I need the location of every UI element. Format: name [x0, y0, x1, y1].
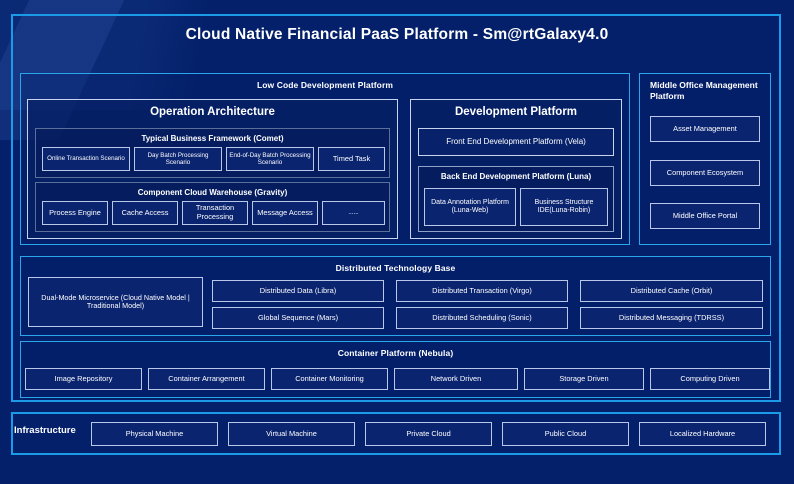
chip-business-structure-ide[interactable]: Business Structure IDE(Luna-Robin)	[520, 188, 608, 226]
chip-asset-management[interactable]: Asset Management	[650, 116, 760, 142]
chip-container-arrangement[interactable]: Container Arrangement	[148, 368, 265, 390]
chip-process-engine[interactable]: Process Engine	[42, 201, 108, 225]
section-distributed-technology-base-title: Distributed Technology Base	[335, 263, 456, 273]
group-component-cloud-warehouse-title: Component Cloud Warehouse (Gravity)	[137, 188, 288, 197]
chip-timed-task[interactable]: Timed Task	[318, 147, 385, 171]
infrastructure-label: Infrastructure	[14, 425, 76, 436]
chip-end-of-day-batch-processing-scenario[interactable]: End-of-Day Batch Processing Scenario	[226, 147, 314, 171]
chip-image-repository[interactable]: Image Repository	[25, 368, 142, 390]
chip-transaction-processing[interactable]: Transaction Processing	[182, 201, 248, 225]
chip-virtual-machine[interactable]: Virtual Machine	[228, 422, 355, 446]
chip-container-monitoring[interactable]: Container Monitoring	[271, 368, 388, 390]
chip-physical-machine[interactable]: Physical Machine	[91, 422, 218, 446]
chip-component-ecosystem[interactable]: Component Ecosystem	[650, 160, 760, 186]
chip-dual-mode-microservice[interactable]: Dual-Mode Microservice (Cloud Native Mod…	[28, 277, 203, 327]
chip-online-transaction-scenario[interactable]: Online Transaction Scenario	[42, 147, 130, 171]
chip-cache-access[interactable]: Cache Access	[112, 201, 178, 225]
chip-message-access[interactable]: Message Access	[252, 201, 318, 225]
chip-front-end-development-platform[interactable]: Front End Development Platform (Vela)	[418, 128, 614, 156]
chip-storage-driven[interactable]: Storage Driven	[524, 368, 644, 390]
chip-localized-hardware[interactable]: Localized Hardware	[639, 422, 766, 446]
chip-data-annotation-platform[interactable]: Data Annotation Platform (Luna-Web)	[424, 188, 516, 226]
section-infrastructure	[11, 412, 781, 455]
section-middle-office-title: Middle Office Management Platform	[650, 80, 758, 102]
chip-day-batch-processing-scenario[interactable]: Day Batch Processing Scenario	[134, 147, 222, 171]
section-low-code-title: Low Code Development Platform	[256, 80, 394, 90]
chip-more-ellipsis[interactable]: ......	[322, 201, 385, 225]
group-typical-business-framework-title: Typical Business Framework (Comet)	[141, 134, 284, 143]
chip-computing-driven[interactable]: Computing Driven	[650, 368, 770, 390]
chip-middle-office-portal[interactable]: Middle Office Portal	[650, 203, 760, 229]
chip-distributed-messaging-tdrss[interactable]: Distributed Messaging (TDRSS)	[580, 307, 763, 329]
panel-development-platform-title: Development Platform	[454, 106, 578, 118]
panel-operation-architecture-title: Operation Architecture	[150, 106, 275, 118]
chip-global-sequence-mars[interactable]: Global Sequence (Mars)	[212, 307, 384, 329]
chip-distributed-scheduling-sonic[interactable]: Distributed Scheduling (Sonic)	[396, 307, 568, 329]
section-container-platform-title: Container Platform (Nebula)	[337, 348, 454, 358]
chip-public-cloud[interactable]: Public Cloud	[502, 422, 629, 446]
chip-network-driven[interactable]: Network Driven	[394, 368, 518, 390]
chip-distributed-data-libra[interactable]: Distributed Data (Libra)	[212, 280, 384, 302]
chip-distributed-transaction-virgo[interactable]: Distributed Transaction (Virgo)	[396, 280, 568, 302]
main-platform-frame	[11, 14, 781, 402]
group-back-end-development-platform-title: Back End Development Platform (Luna)	[440, 172, 592, 181]
page-title: Cloud Native Financial PaaS Platform - S…	[185, 26, 609, 43]
chip-distributed-cache-orbit[interactable]: Distributed Cache (Orbit)	[580, 280, 763, 302]
chip-private-cloud[interactable]: Private Cloud	[365, 422, 492, 446]
